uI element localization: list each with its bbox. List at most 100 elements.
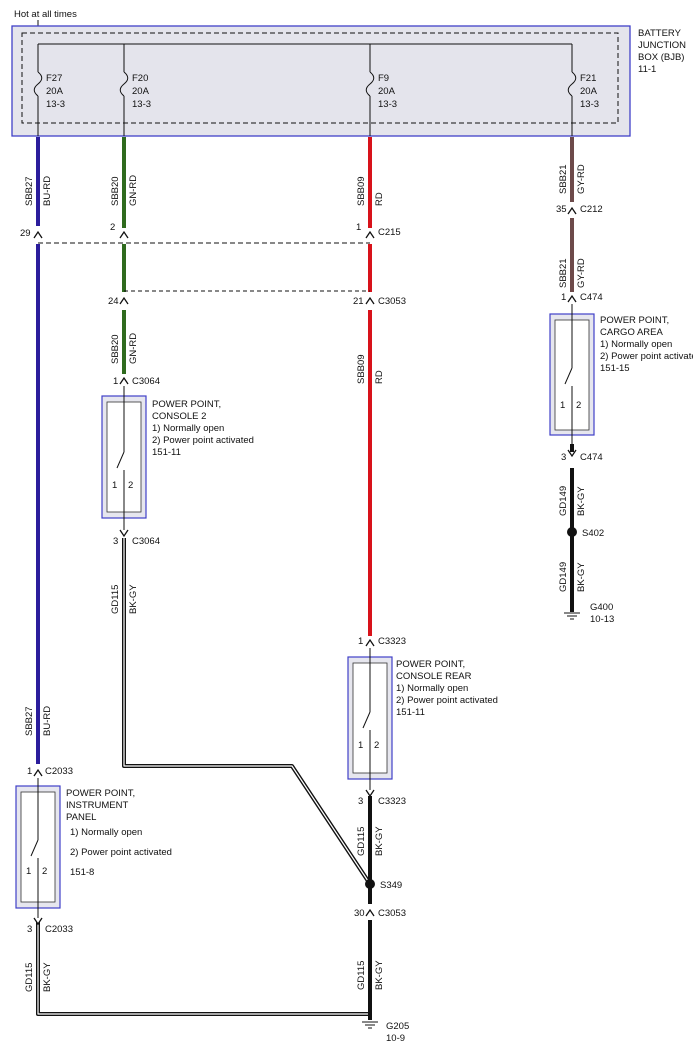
hot-at-all-times-label: Hot at all times	[14, 9, 77, 20]
fuse-f21: F21 20A 13-3	[567, 71, 599, 110]
connector-c2033-bot-name: C2033	[45, 924, 73, 935]
component-note2: 2) Power point activated	[152, 435, 254, 446]
component-ref: 151-11	[396, 707, 425, 718]
wire-circuit: SBB27	[24, 706, 35, 736]
connector-c3064-top-pin: 1	[113, 376, 118, 387]
connector-c3064-bot-pin: 3	[113, 536, 118, 547]
connector-c3053-pin21-icon	[365, 296, 375, 305]
wire-circuit: SBB09	[356, 354, 367, 384]
connector-c215-pin-mid: 2	[110, 222, 115, 233]
wire-circuit: SBB27	[24, 176, 35, 206]
component-note1: 1) Normally open	[152, 423, 224, 434]
wire-color: GN-RD	[128, 175, 139, 206]
splice-s402-icon	[567, 527, 577, 537]
component-pin2: 2	[576, 400, 581, 411]
component-note2: 2) Power point activated	[70, 847, 172, 858]
wire-color: BU-RD	[42, 706, 53, 736]
connector-c474-top-pin: 1	[561, 292, 566, 303]
component-title-line2: CONSOLE REAR	[396, 671, 472, 682]
wire-label-w4-mid: SBB21 GY-RD	[558, 258, 587, 288]
connector-c2033-top-icon	[33, 768, 43, 777]
wire-color: GN-RD	[128, 333, 139, 364]
wire-circuit: SBB20	[110, 176, 121, 206]
fuse-f27-name: F27	[46, 73, 62, 84]
power-point-console-2: 1 2 POWER POINT, CONSOLE 2 1) Normally o…	[101, 386, 254, 530]
connector-c212-name: C212	[580, 204, 603, 215]
connector-c474-bot-icon	[567, 449, 577, 458]
connector-c3323-top-icon	[365, 638, 375, 647]
component-pin1: 1	[358, 740, 363, 751]
connector-c3053-top-pin-right: 21	[353, 296, 364, 307]
wire-circuit: GD149	[558, 562, 569, 592]
ground-g205-icon	[362, 1021, 378, 1029]
bjb-inner-dashed-box	[21, 32, 619, 124]
connector-c3053-bot-pin: 30	[354, 908, 365, 919]
wire-circuit: GD115	[356, 827, 367, 856]
connector-c474-top-name: C474	[580, 292, 603, 303]
wire-circuit: SBB21	[558, 164, 569, 194]
splice-s349-icon	[365, 879, 375, 889]
connector-c3064-bot-name: C3064	[132, 536, 160, 547]
switch-contact-icon	[116, 451, 125, 469]
connector-c3053-bot-name: C3053	[378, 908, 406, 919]
component-note1: 1) Normally open	[396, 683, 468, 694]
wire-label-w1-top: SBB27 BU-RD	[24, 176, 53, 206]
component-ref: 151-15	[600, 363, 630, 374]
connector-c474-top-icon	[567, 294, 577, 303]
bjb-title-line1: BATTERY	[638, 28, 682, 39]
connector-c3323-bot-name: C3323	[378, 796, 406, 807]
wire-color: BK-GY	[374, 826, 385, 856]
splice-s402-label: S402	[582, 528, 604, 539]
component-ref: 151-8	[70, 867, 94, 878]
component-title-line1: POWER POINT,	[600, 315, 669, 326]
component-title-line2: INSTRUMENT	[66, 800, 128, 811]
switch-contact-icon	[30, 839, 39, 857]
fuse-f21-rating: 20A	[580, 86, 598, 97]
fuse-f9-name: F9	[378, 73, 389, 84]
component-title-line1: POWER POINT,	[396, 659, 465, 670]
ground-g400-ref: 10-13	[590, 614, 614, 625]
wire-color: BK-GY	[128, 584, 139, 614]
connector-c3323-top-pin: 1	[358, 636, 363, 647]
wire-label-w4-low: GD149 BK-GY	[558, 486, 587, 516]
fuse-f27-ref: 13-3	[46, 99, 65, 110]
wire-gd115-console2-to-s349	[122, 538, 372, 886]
component-pin2: 2	[374, 740, 379, 751]
component-title-line2: CONSOLE 2	[152, 411, 206, 422]
component-pin1: 1	[26, 866, 31, 877]
component-title-line1: POWER POINT,	[66, 788, 135, 799]
component-pin2: 2	[42, 866, 47, 877]
fuse-f20-icon	[119, 71, 129, 97]
connector-c215-pin2-icon	[119, 230, 129, 239]
switch-contact-icon	[564, 367, 573, 385]
wire-label-w1-mid: SBB27 BU-RD	[24, 706, 53, 736]
ground-g205-name: G205	[386, 1021, 409, 1032]
connector-c3064-top-icon	[119, 376, 129, 385]
connector-c3053-pin24-icon	[119, 296, 129, 305]
wire-circuit: SBB20	[110, 334, 121, 364]
wire-label-w3-gnd: GD115 BK-GY	[356, 960, 385, 990]
switch-contact-icon	[362, 711, 371, 729]
connector-c2033-bot-pin: 3	[27, 924, 32, 935]
fuse-f27: F27 20A 13-3	[33, 71, 65, 110]
connector-c2033-bot-icon	[33, 917, 43, 926]
ground-g400-icon	[564, 612, 580, 620]
connector-c474-bot-name: C474	[580, 452, 603, 463]
wire-color: BK-GY	[576, 562, 587, 592]
splice-s349-label: S349	[380, 880, 402, 891]
wire-label-w2-low: GD115 BK-GY	[110, 584, 139, 614]
wire-label-w4-top: SBB21 GY-RD	[558, 164, 587, 194]
ground-g205-ref: 10-9	[386, 1033, 405, 1044]
ground-g400-name: G400	[590, 602, 613, 613]
connector-c3064-bot-icon	[119, 529, 129, 538]
connector-c215-pin-right: 1	[356, 222, 361, 233]
battery-junction-box: F27 20A 13-3 F20 20A 13-3 F9 20A 13-3 F2…	[11, 25, 686, 137]
wire-gd115-panel-to-g205-inner	[37, 922, 368, 1015]
wire-gd115-panel-to-g205	[36, 922, 368, 1016]
wire-color: BK-GY	[374, 960, 385, 990]
wire-label-w2-top: SBB20 GN-RD	[110, 175, 139, 206]
wire-label-w3-low: GD115 BK-GY	[356, 826, 385, 856]
connector-c2033-top-name: C2033	[45, 766, 73, 777]
component-pin2: 2	[128, 480, 133, 491]
